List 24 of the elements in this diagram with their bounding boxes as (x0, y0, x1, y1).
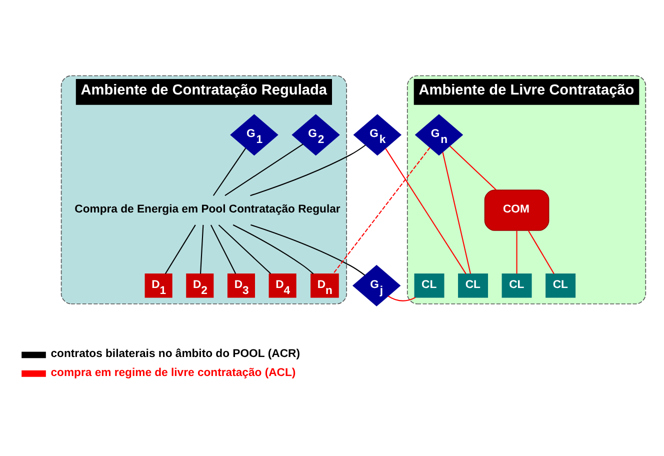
node-box: CL (502, 272, 532, 298)
connector (516, 230, 518, 274)
connector (332, 146, 430, 274)
connector (388, 295, 416, 301)
connector (200, 224, 204, 274)
connector (218, 224, 272, 274)
legend-label: contratos bilaterais no âmbito do POOL (ACR) (50, 348, 300, 360)
connector (442, 152, 471, 274)
connector (164, 224, 196, 274)
connector (224, 143, 304, 196)
node-box: CL (414, 272, 444, 298)
node-box: CL (546, 272, 576, 298)
connector (385, 148, 466, 274)
connector (232, 224, 314, 274)
node-box: CL (458, 272, 488, 298)
connector (212, 147, 246, 196)
legend-label: compra em regime de livre contratação (ACL) (50, 366, 296, 378)
connector (449, 145, 496, 190)
connector (210, 224, 236, 274)
node-box: COM (484, 189, 550, 230)
connector (528, 230, 554, 274)
connector (250, 144, 366, 196)
connector (250, 224, 366, 276)
node-text: Compra de Energia em Pool Contratação Regular (74, 202, 340, 215)
